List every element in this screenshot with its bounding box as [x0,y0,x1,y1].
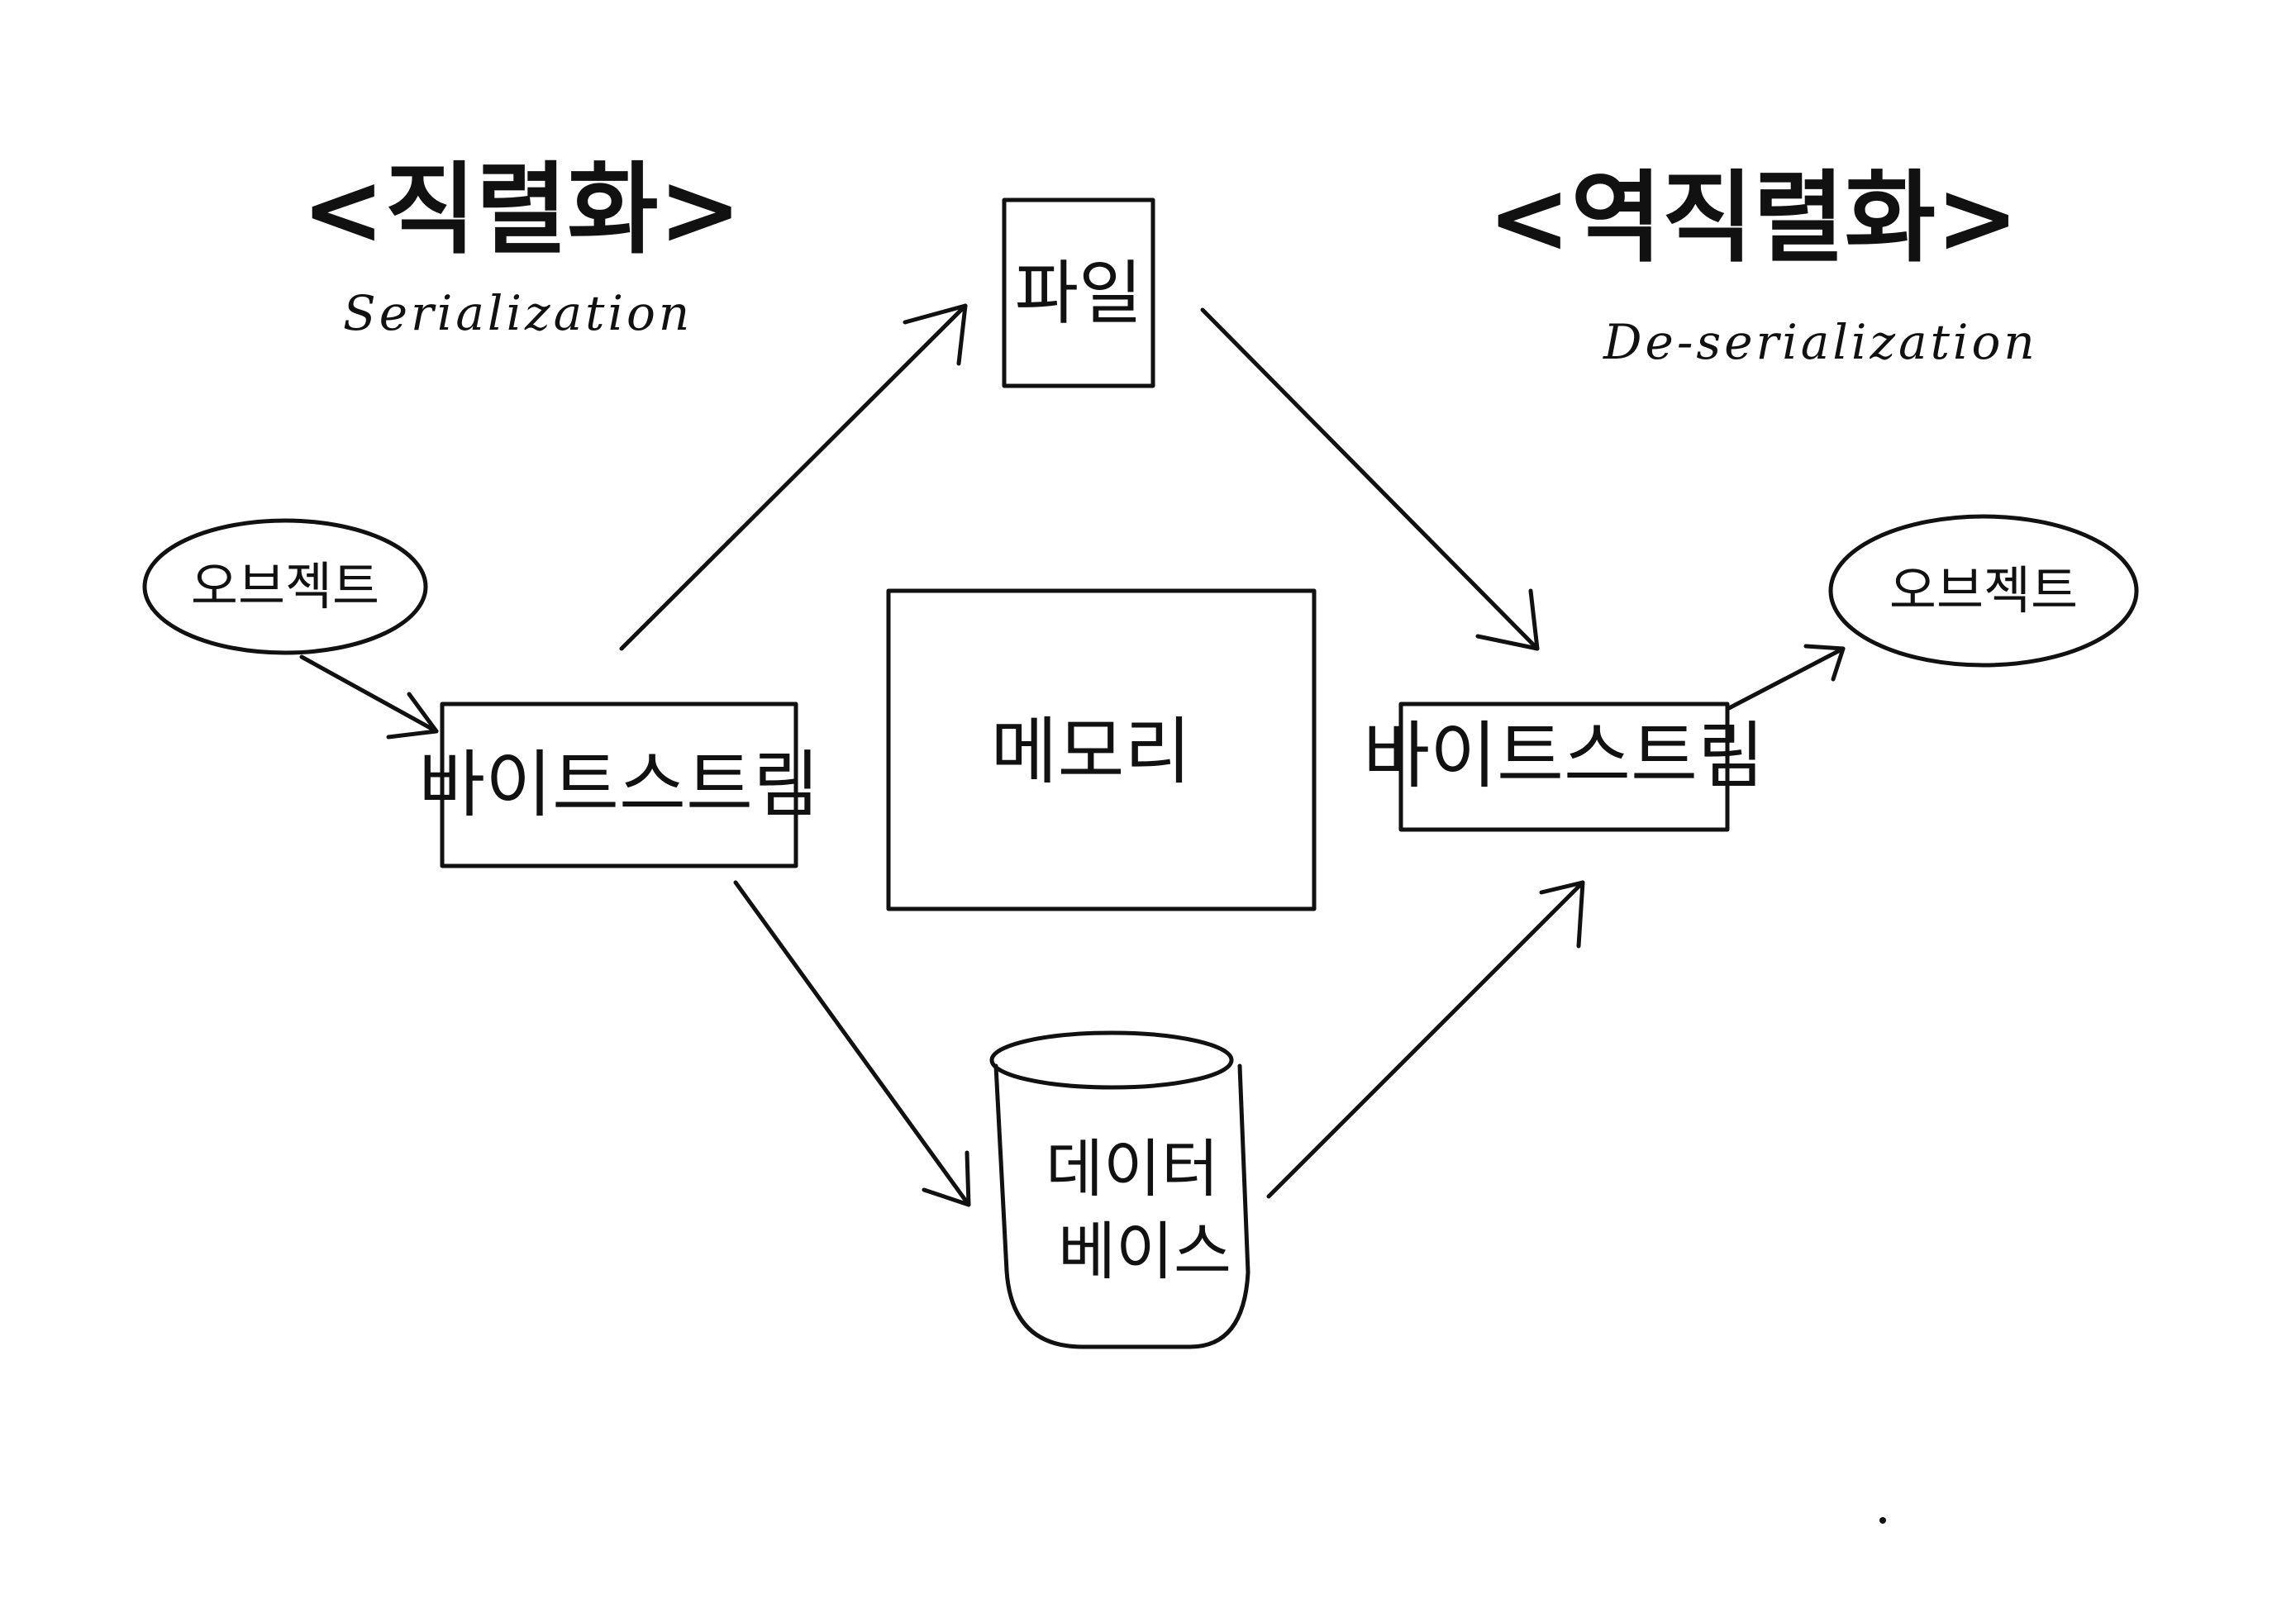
stray-dot [1879,1517,1886,1524]
object-right-ellipse [1828,514,2139,668]
database-label-line1: 데이터 [1046,1132,1219,1206]
arrow-stream-to-object [1725,644,1846,711]
memory-box [886,588,1317,911]
arrow-object-to-stream [299,654,439,740]
stream-right-box [1398,702,1730,832]
file-box [1002,197,1155,388]
file-label: 파일 [1014,253,1143,334]
arrow-database-to-stream [1266,880,1585,1199]
deserialization-subtitle: De-serialization [1603,314,2038,370]
memory-label: 메모리 [990,709,1192,794]
serialization-subtitle: Serialization [343,285,693,341]
arrow-stream-to-file [619,303,968,651]
arrow-stream-to-database [733,880,971,1207]
stream-left-label: 바이트스트림 [418,742,820,827]
serialization-title: <직렬화> [302,153,742,268]
deserialization-title: <역직렬화> [1488,161,2019,276]
arrow-file-to-stream [1200,307,1540,651]
database-cylinder [989,1030,1250,1349]
object-left-label: 오브젝트 [190,556,380,616]
object-left-ellipse [142,518,428,655]
database-label-line2: 베이스 [1058,1215,1231,1288]
stream-right-label: 바이트스트림 [1363,713,1765,798]
stream-left-box [440,702,798,868]
object-right-label: 오브젝트 [1889,560,2079,621]
